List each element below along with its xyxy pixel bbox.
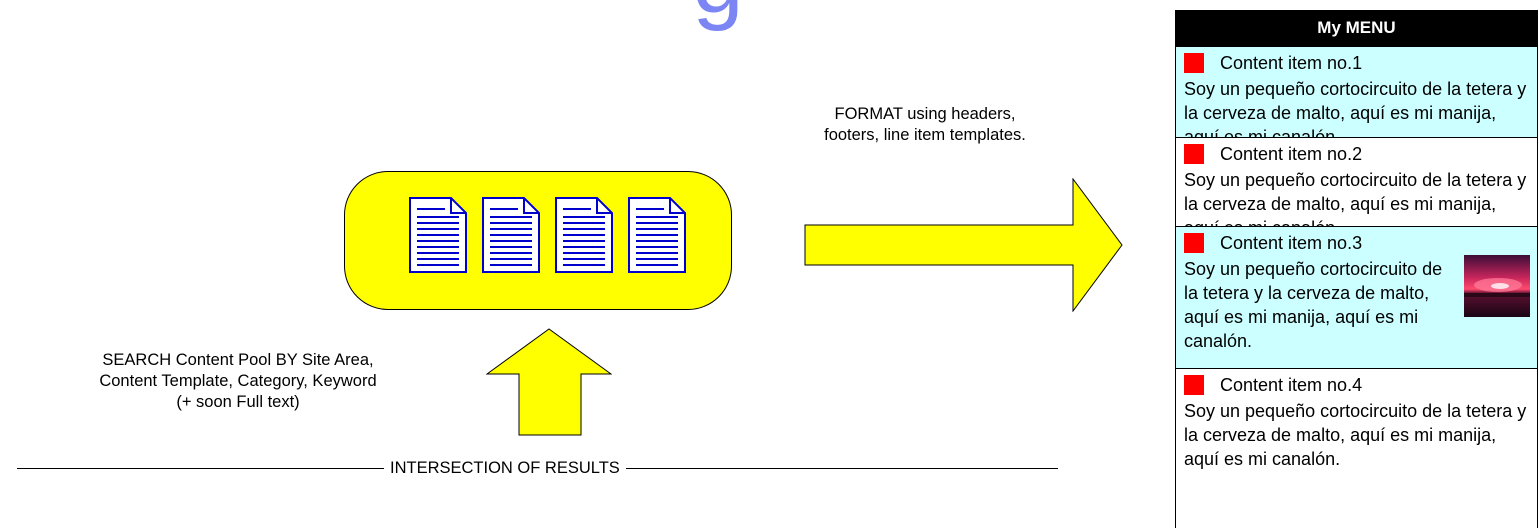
search-arrow: [486, 328, 612, 436]
menu-item[interactable]: Content item no.1 Soy un pequeño cortoci…: [1176, 46, 1537, 147]
title-fragment: g: [688, 0, 748, 27]
document-icon: [482, 197, 540, 273]
menu-item-body: Soy un pequeño cortocircuito de la teter…: [1184, 259, 1443, 351]
document-icon: [555, 197, 613, 273]
bullet-square-icon: [1184, 53, 1204, 73]
menu-item-body: Soy un pequeño cortocircuito de la teter…: [1184, 401, 1527, 469]
format-arrow: [804, 178, 1123, 312]
content-pool: [344, 171, 732, 310]
bullet-square-icon: [1184, 375, 1204, 395]
menu-item-title[interactable]: Content item no.2: [1220, 144, 1363, 164]
intersection-label: INTERSECTION OF RESULTS: [384, 457, 626, 479]
search-note: SEARCH Content Pool BY Site Area, Conten…: [99, 351, 377, 411]
menu-item-title[interactable]: Content item no.3: [1220, 233, 1363, 253]
document-icon: [409, 197, 467, 273]
menu-item-body: Soy un pequeño cortocircuito de la teter…: [1184, 170, 1527, 238]
menu-item[interactable]: Content item no.4 Soy un pequeño cortoci…: [1176, 368, 1537, 528]
menu-item-title[interactable]: Content item no.1: [1220, 53, 1363, 73]
menu-item[interactable]: Content item no.2 Soy un pequeño cortoci…: [1176, 137, 1537, 238]
menu-panel: My MENU Content item no.1 Soy un pequeño…: [1175, 10, 1538, 528]
sunset-thumbnail: [1464, 255, 1530, 317]
bullet-square-icon: [1184, 144, 1204, 164]
document-icon: [628, 197, 686, 273]
menu-header: My MENU: [1176, 10, 1537, 46]
menu-item[interactable]: Content item no.3 Soy un pequeño cortoci…: [1176, 226, 1537, 368]
bullet-square-icon: [1184, 233, 1204, 253]
menu-item-title[interactable]: Content item no.4: [1220, 375, 1363, 395]
format-note: FORMAT using headers, footers, line item…: [824, 105, 1026, 144]
